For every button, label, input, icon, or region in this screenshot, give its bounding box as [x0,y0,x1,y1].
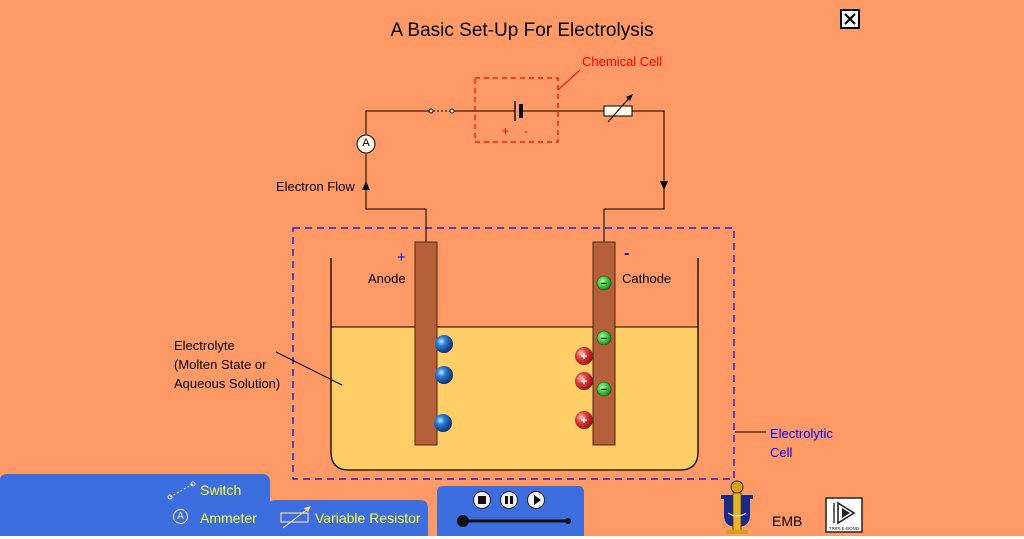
svg-text:−: − [601,278,607,290]
positive-ion: + [575,411,593,429]
ammeter [356,134,376,154]
current-arrow-down [660,181,668,190]
emb-label: EMB [772,513,803,529]
close-icon [844,13,856,25]
anode-sign: + [397,249,406,266]
electrolyte-label-line3: Aqueous Solution) [174,376,281,391]
electrolytic-cell-label-line1: Electrolytic [770,426,833,441]
negative-ion [435,335,453,353]
legend-switch-label: Switch [200,482,242,498]
play-button[interactable] [527,491,545,509]
beaker [330,258,699,471]
playback-track-end [565,518,571,524]
institution-logo [721,480,753,534]
electrolytic-cell-boundary [292,227,735,480]
variable-resistor-arrowhead [626,94,633,101]
electron: − [596,330,612,346]
positive-ion: + [575,372,593,390]
variable-resistor-arrow [607,95,632,123]
anode-electrode [414,241,438,446]
electrolyte-label-line2: (Molten State or [174,357,267,372]
electron: − [596,381,612,397]
chemical-cell-boundary [474,77,559,143]
variable-resistor-icon [280,506,311,529]
stop-icon [478,496,486,504]
svg-text:+: + [581,376,587,388]
chemical-cell-label: Chemical Cell [582,54,663,69]
cathode-sign: - [624,245,630,262]
legend-ammeter-label: Ammeter [200,510,257,526]
electron: − [596,275,612,291]
close-button[interactable] [840,9,860,29]
page-title: A Basic Set-Up For Electrolysis [390,20,654,41]
switch-terminal-left [428,108,434,114]
chemical-cell-leader [557,69,581,91]
ammeter-symbol: A [362,137,370,149]
positive-ion: + [575,347,593,365]
pause-button[interactable] [500,491,518,509]
cell-negative-sign: - [524,124,528,138]
svg-text:−: − [601,384,607,396]
svg-text:TRIPLE-BOND: TRIPLE-BOND [829,526,860,531]
ammeter-icon: A [173,509,188,524]
playback-slider-handle[interactable] [457,515,469,527]
negative-ion [434,414,452,432]
stop-button[interactable] [473,491,491,509]
triple-bond-logo: TRIPLE-BOND [825,497,863,533]
electrolytic-cell-label-line2: Cell [770,445,793,460]
battery-negative-plate [519,104,523,118]
electrolyte-liquid [331,327,698,470]
circuit-wire-left [365,154,427,242]
cathode-label: Cathode [622,271,672,286]
play-icon [534,495,541,505]
pause-icon [505,496,513,504]
electron-flow-arrow-up [362,181,370,190]
switch-terminal-right [449,108,455,114]
legend-panel-left [0,474,272,536]
svg-text:−: − [601,333,607,345]
switch-icon [167,481,196,500]
ammeter-icon-letter: A [177,511,184,522]
electrolyte-label-line1: Electrolyte [174,338,235,353]
anode-label: Anode [368,271,406,286]
circuit-wire-right [603,110,665,242]
svg-text:+: + [581,351,587,363]
electron-flow-label: Electron Flow [276,179,355,194]
svg-text:+: + [581,415,587,427]
negative-ion [435,366,453,384]
circuit-wire-top-left [365,110,429,134]
cell-positive-sign: + [502,124,510,138]
legend-variable-resistor-label: Variable Resistor [315,510,421,526]
electrolyte-leader [275,351,343,386]
